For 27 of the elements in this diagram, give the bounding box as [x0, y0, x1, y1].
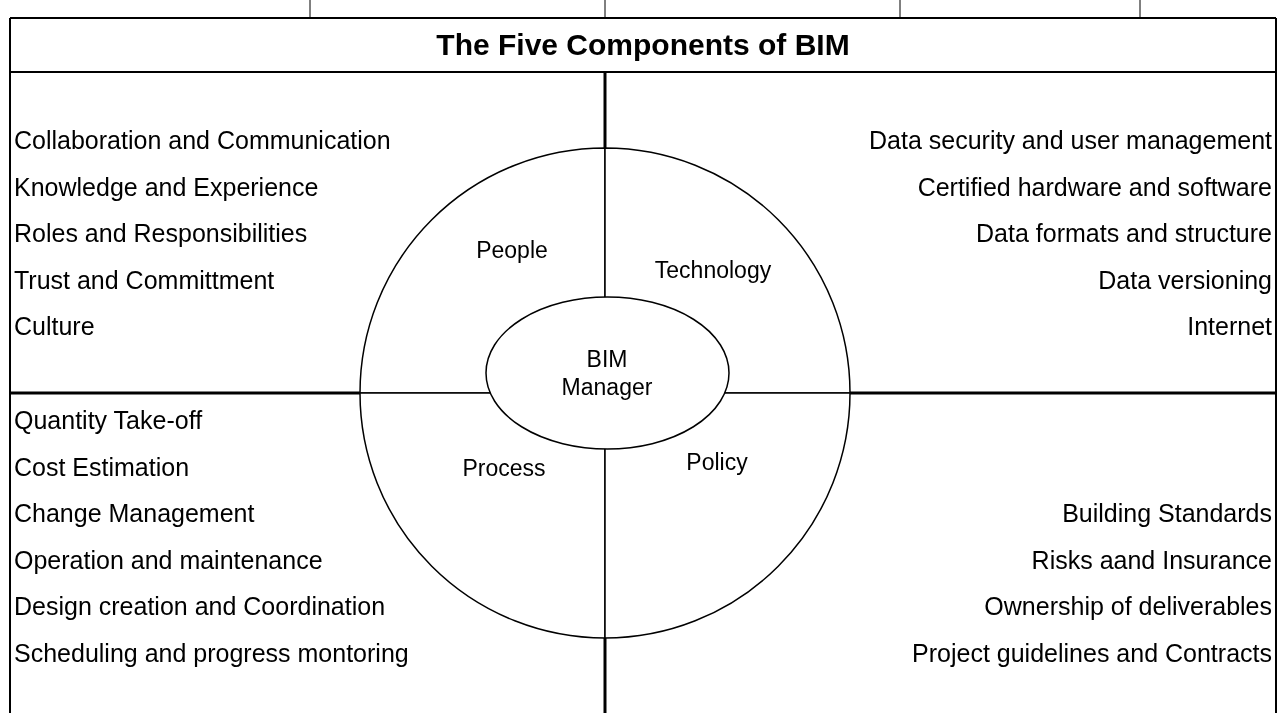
list-item: Operation and maintenance — [14, 544, 323, 575]
list-item: Certified hardware and software — [917, 171, 1272, 202]
node-label: Technology — [654, 256, 772, 284]
list-item: Knowledge and Experience — [14, 171, 319, 202]
list-item: Project guidelines and Contracts — [912, 637, 1272, 668]
list-item: Design creation and Coordination — [14, 591, 386, 621]
list-item: Data formats and structure — [976, 218, 1272, 248]
list-item: Roles and Responsibilities — [14, 218, 308, 248]
list-item: Cost Estimation — [14, 451, 190, 482]
list-item: Internet — [1187, 311, 1272, 341]
list-item: Quantity Take-off — [14, 405, 203, 435]
list-item: Change Management — [14, 498, 255, 528]
node-label: Process — [462, 454, 546, 482]
list-item: Data versioning — [1098, 264, 1272, 295]
list-item: Risks aand Insurance — [1031, 544, 1272, 575]
node-label: People — [476, 236, 548, 264]
list-item: Data security and user management — [869, 125, 1272, 155]
center-ellipse — [485, 296, 730, 450]
list-item: Trust and Committment — [14, 264, 275, 295]
list-item: Ownership of deliverables — [984, 591, 1272, 621]
list-item: Building Standards — [1062, 498, 1272, 528]
node-label: Policy — [686, 448, 748, 476]
list-item: Culture — [14, 311, 95, 341]
list-item: Scheduling and progress montoring — [14, 637, 409, 668]
list-item: Collaboration and Communication — [14, 125, 391, 155]
title-heading: The Five Components of BIM — [435, 27, 851, 63]
node-label: BIM Manager — [560, 345, 654, 401]
